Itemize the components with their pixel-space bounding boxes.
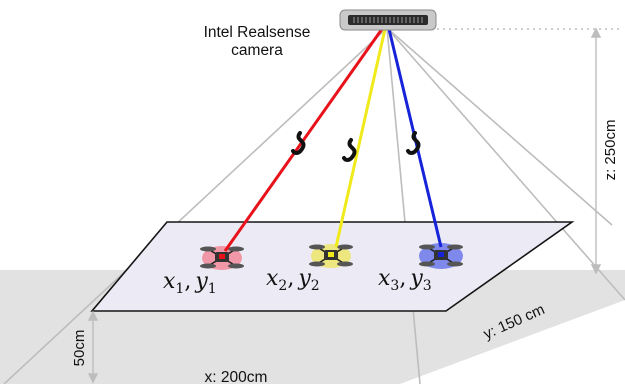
coord-label-2: x2,y2	[266, 266, 320, 294]
camera-label-line1: Intel Realsense	[204, 24, 311, 41]
drone-3	[419, 243, 463, 269]
width-label: x: 200cm	[205, 369, 268, 384]
beam-yellow	[334, 28, 387, 248]
height-label: z: 250cm	[602, 120, 619, 181]
signal-mark-1	[291, 131, 306, 155]
drone-1	[200, 246, 244, 270]
frustum-lines	[3, 27, 625, 384]
drone-2	[309, 244, 353, 268]
signal-mark-3	[406, 131, 421, 155]
camera-icon	[339, 9, 437, 31]
camera-label-line2: camera	[231, 42, 283, 59]
signal-mark-2	[342, 138, 357, 162]
offset-label: 50cm	[71, 330, 88, 367]
coord-label-1: x1,y1	[163, 269, 217, 297]
offset-arrow	[87, 310, 99, 384]
height-arrow	[590, 27, 602, 275]
signal-marks	[291, 131, 421, 162]
coord-label-3: x3,y3	[378, 266, 432, 294]
beam-red	[223, 28, 384, 252]
